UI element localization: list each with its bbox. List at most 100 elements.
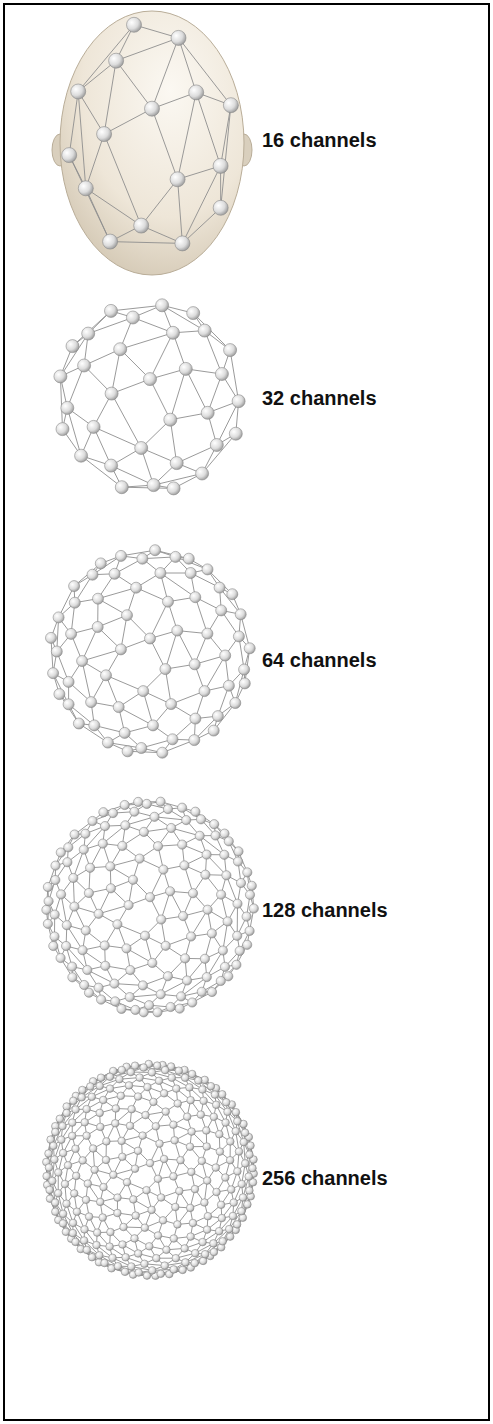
electrode-ball	[150, 1098, 158, 1106]
electrode-ball	[148, 1069, 156, 1077]
electrode-ball	[83, 965, 92, 974]
electrode-ball	[84, 888, 93, 897]
electrode-ball	[63, 1200, 71, 1208]
electrode-ball	[245, 1173, 253, 1181]
net-wire	[116, 61, 152, 109]
electrode-ball	[182, 976, 191, 985]
electrode-ball	[139, 1132, 147, 1140]
electrode-ball	[235, 1148, 243, 1156]
electrode-ball	[91, 1166, 99, 1174]
electrode-ball	[125, 1082, 133, 1090]
electrode-ball	[202, 850, 211, 859]
electrode-ball	[115, 644, 126, 655]
electrode-ball	[105, 304, 118, 317]
electrode-ball	[79, 845, 88, 854]
electrode-ball	[174, 1221, 182, 1229]
electrode-ball	[55, 1169, 63, 1177]
electrode-ball	[233, 899, 242, 908]
electrode-ball	[50, 910, 59, 919]
electrode-ball	[130, 807, 139, 816]
electrode-ball	[163, 805, 172, 814]
electrode-ball	[153, 1062, 161, 1070]
electrode-ball	[220, 650, 231, 661]
electrode-ball	[224, 344, 237, 357]
electrode-ball	[166, 699, 177, 710]
electrode-ball	[174, 1100, 182, 1108]
electrode-ball	[213, 1188, 221, 1196]
electrode-ball	[128, 1263, 136, 1271]
electrode-ball	[81, 1226, 89, 1234]
electrode-ball	[63, 1109, 71, 1117]
net-wire	[69, 155, 110, 242]
electrode-ball	[96, 1109, 104, 1117]
electrode-ball	[148, 720, 159, 731]
electrode-ball	[51, 1199, 59, 1207]
electrode-ball	[119, 1153, 127, 1161]
electrode-ball	[223, 680, 234, 691]
electrode-ball	[150, 812, 159, 821]
electrode-ball	[207, 929, 216, 938]
electrode-ball	[172, 1254, 180, 1262]
electrode-ball	[48, 668, 59, 679]
electrode-ball	[222, 1099, 230, 1107]
electrode-ball	[126, 1122, 134, 1130]
electrode-ball	[172, 625, 183, 636]
net-wire	[78, 25, 134, 92]
electrode-ball	[75, 449, 88, 462]
electrode-ball	[125, 993, 134, 1002]
electrode-ball	[153, 842, 162, 851]
electrode-ball	[233, 857, 242, 866]
electrode-ball	[175, 236, 190, 251]
electrode-ball	[152, 1123, 160, 1131]
electrode-ball	[159, 1217, 167, 1225]
electrode-ball	[128, 1105, 136, 1113]
electrode-ball	[213, 158, 228, 173]
electrode-ball	[153, 1008, 162, 1017]
electrode-ball	[210, 1248, 218, 1256]
electrode-ball	[173, 1085, 181, 1093]
electrode-ball	[161, 1066, 169, 1074]
net-wire	[116, 38, 178, 61]
net-wire	[205, 656, 226, 692]
electrode-ball	[155, 1077, 163, 1085]
electrode-ball	[217, 890, 226, 899]
electrode-ball	[122, 610, 133, 621]
electrode-ball	[139, 827, 148, 836]
electrode-ball	[92, 622, 103, 633]
electrode-ball	[83, 1105, 91, 1113]
net-wire	[86, 134, 104, 188]
electrode-ball	[99, 808, 108, 817]
electrode-ball	[81, 1119, 89, 1127]
electrode-ball	[51, 861, 60, 870]
electrode-ball	[87, 569, 98, 580]
electrode-ball	[171, 1137, 179, 1145]
electrode-ball	[131, 1165, 139, 1173]
electrode-ball	[232, 1108, 240, 1116]
electrode-ball	[226, 1233, 234, 1241]
electrode-ball	[114, 1262, 122, 1270]
electrode-ball	[145, 101, 160, 116]
electrode-ball	[105, 387, 118, 400]
electrode-ball	[45, 1164, 53, 1172]
electrode-ball	[105, 459, 118, 472]
electrode-ball	[106, 1243, 114, 1251]
electrode-ball	[144, 1083, 152, 1091]
electrode-ball	[122, 1254, 130, 1262]
electrode-net	[46, 545, 256, 759]
net-wire	[179, 38, 197, 93]
electrode-ball	[183, 1113, 191, 1121]
net-wire	[110, 242, 182, 244]
electrode-ball	[97, 995, 106, 1004]
net-wire	[150, 602, 168, 639]
electrode-ball	[234, 1118, 242, 1126]
electrode-ball	[177, 992, 186, 1001]
electrode-ball	[120, 1223, 128, 1231]
net-wire	[196, 92, 220, 165]
electrode-ball	[211, 1091, 219, 1099]
electrode-ball	[72, 1145, 80, 1153]
electrode-ball	[238, 1207, 246, 1215]
electrode-ball	[123, 1178, 131, 1186]
electrode-ball	[107, 1228, 115, 1236]
electrode-ball	[61, 401, 74, 414]
electrode-ball	[86, 863, 95, 872]
